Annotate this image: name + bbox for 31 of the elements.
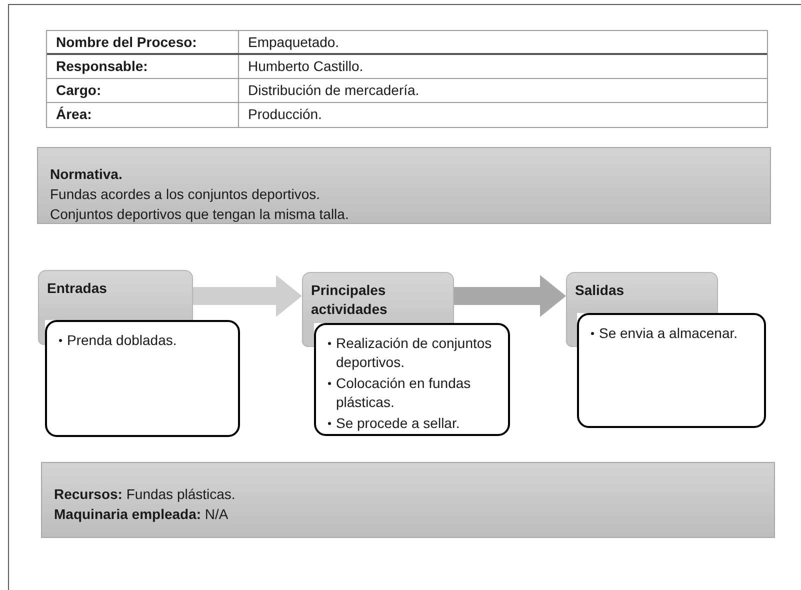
block-arrow — [193, 275, 302, 317]
content-box — [314, 323, 510, 436]
norm-panel — [37, 147, 771, 224]
bullet-item: Prenda dobladas. — [67, 331, 178, 350]
resource-text: Maquinaria empleada: N/A — [54, 505, 230, 524]
bullet-item: Se procede a sellar. — [336, 414, 461, 433]
bullet-item: Se envia a almacenar. — [599, 324, 739, 343]
stage-header-box — [566, 272, 718, 313]
field-value: Producción. — [247, 105, 323, 124]
bullet-item: Colocación en fundas plásticas. — [336, 374, 472, 412]
resource-text: Recursos: Fundas plásticas. — [54, 485, 236, 504]
bullet-item: Realización de conjuntos deportivos. — [336, 334, 493, 372]
field-value: Distribución de mercadería. — [247, 81, 420, 100]
rule-text: Fundas acordes a los conjuntos deportivos. — [50, 185, 322, 204]
field-value: Humberto Castillo. — [247, 57, 364, 76]
field-name: Cargo: — [47, 79, 239, 102]
field-name: Nombre del Proceso: — [47, 31, 239, 53]
stage-title: Principales actividades — [311, 281, 388, 319]
stage-title: Salidas — [575, 281, 626, 300]
content-box — [577, 313, 766, 428]
field-name: Responsable: — [47, 55, 239, 78]
stage-header-box — [302, 272, 454, 323]
stage-header-box — [38, 270, 193, 320]
panel-heading: Normativa. — [50, 165, 124, 184]
block-arrow — [454, 275, 566, 317]
stage-title: Entradas — [47, 279, 108, 298]
field-value: Empaquetado. — [247, 33, 340, 52]
rule-text: Conjuntos deportivos que tengan la misma talla. — [50, 205, 350, 224]
field-name: Área: — [47, 103, 239, 127]
content-box — [45, 320, 240, 437]
resources-panel — [41, 462, 775, 538]
